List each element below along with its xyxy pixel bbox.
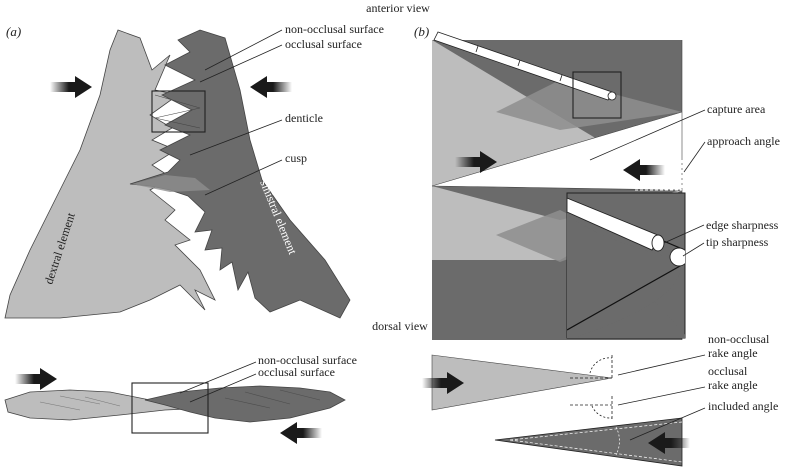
- dorsal-view-title: dorsal view: [372, 319, 428, 333]
- tip-sharpness-label: tip sharpness: [706, 235, 769, 249]
- approach-angle-label: approach angle: [707, 134, 780, 148]
- non-occlusal-rake-leader: [617, 354, 706, 376]
- denticle-pattern: [154, 94, 201, 129]
- edge-sharpness-leader: [663, 224, 705, 244]
- dorsal-zoom-box: [131, 382, 209, 434]
- dorsal-b-left-arrow: [648, 432, 690, 454]
- included-angle-label: included angle: [708, 399, 778, 413]
- sinistral-dorsal-shape: [144, 385, 346, 423]
- occlusal-rake-label-1: occlusal: [708, 364, 748, 378]
- sharpness-inset: [566, 192, 686, 339]
- dextral-force-arrow: [50, 76, 92, 98]
- cusp-overlap: [132, 175, 210, 192]
- non-occlusal-rake-label-2: rake angle: [708, 346, 758, 360]
- panel-b-left-arrow: [623, 159, 665, 181]
- cusp-label: cusp: [285, 151, 307, 165]
- sinistral-force-arrow: [250, 76, 292, 98]
- non-occlusal-leader: [204, 29, 283, 71]
- dorsal-occlusal-surface-label: occlusal surface: [258, 365, 335, 379]
- denticle-leader: [189, 119, 283, 156]
- non-occlusal-rake-label-1: non-occlusal: [708, 332, 770, 346]
- included-angle-leader: [629, 407, 706, 441]
- rake-angle-markers: [570, 355, 613, 420]
- denticle-zoom-box: [151, 90, 206, 133]
- panel-b-right-arrow: [455, 151, 497, 173]
- denticle-label: denticle: [285, 111, 323, 125]
- tip-zoom-box: [572, 71, 622, 119]
- sinistral-element-shape: [129, 29, 351, 319]
- approach-angle-leader: [683, 141, 706, 173]
- panel-b-label: (b): [414, 24, 429, 39]
- capture-area-leader: [589, 109, 706, 161]
- tip-sharpness-leader: [682, 242, 705, 257]
- dorsal-non-occlusal-surface-label: non-occlusal surface: [258, 353, 357, 367]
- occlusal-rake-label-2: rake angle: [708, 378, 758, 392]
- cusp-leader: [204, 159, 283, 196]
- dorsal-sinistral-arrow: [280, 422, 322, 444]
- edge-sharpness-label: edge sharpness: [706, 218, 779, 232]
- dextral-element-shape: [4, 29, 216, 319]
- capture-area-label: capture area: [707, 102, 766, 116]
- dorsal-dextral-arrow: [15, 368, 57, 390]
- anterior-view-title: anterior view: [366, 1, 430, 15]
- panel-a-label: (a): [6, 24, 21, 39]
- dorsal-non-occlusal-leader: [179, 361, 257, 394]
- occlusal-rake-leader: [617, 386, 706, 406]
- occlusal-leader: [199, 44, 283, 83]
- occlusal-surface-label: occlusal surface: [285, 37, 362, 51]
- approach-angle-marker: [635, 160, 683, 191]
- non-occlusal-surface-label: non-occlusal surface: [285, 22, 384, 36]
- dorsal-b-right-arrow: [422, 372, 464, 394]
- probe-rod: [433, 31, 617, 101]
- dorsal-occlusal-leader: [189, 373, 257, 403]
